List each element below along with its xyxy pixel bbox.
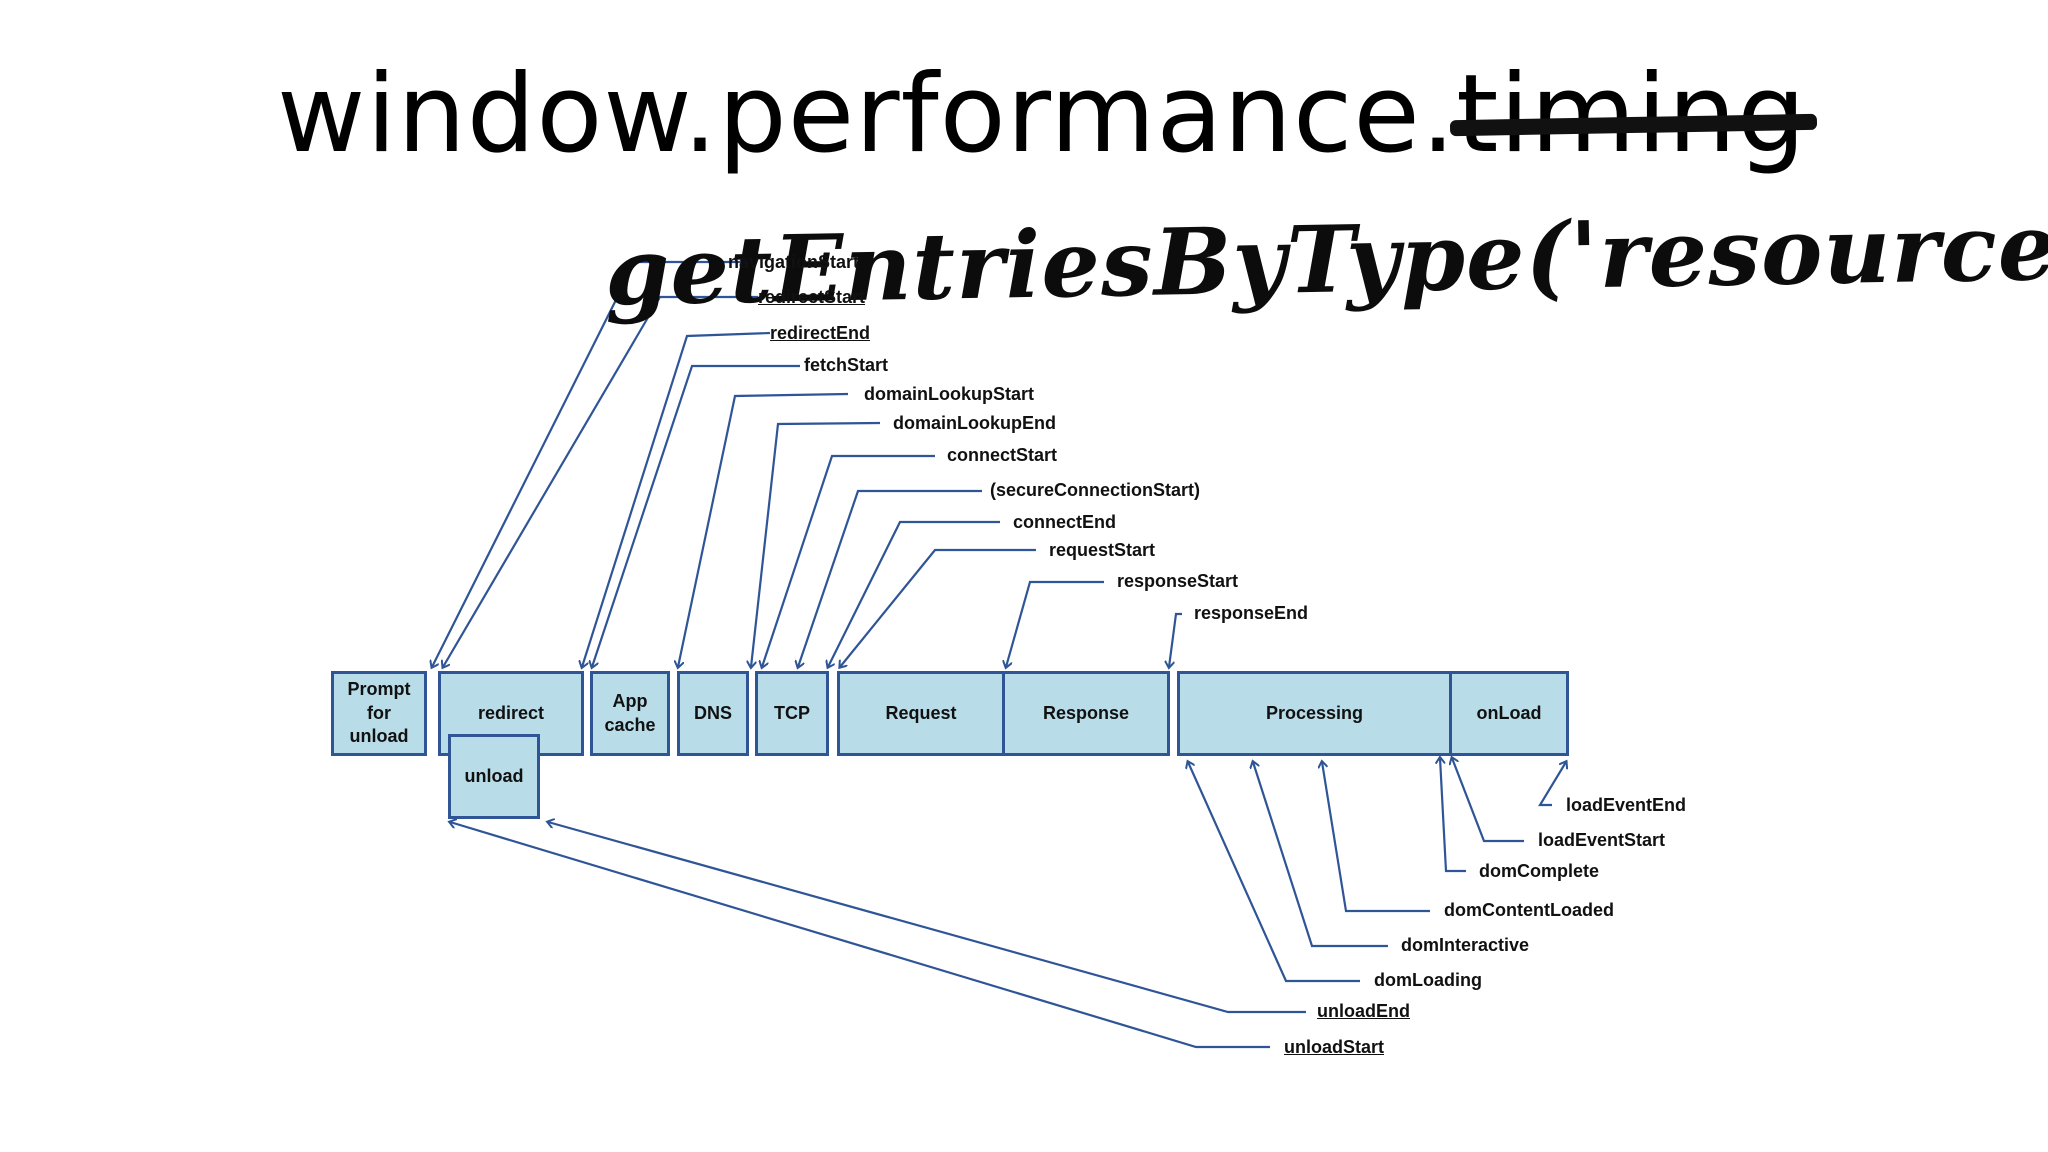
phase-processing: Processing	[1177, 671, 1452, 756]
label-load-event-end: loadEventEnd	[1566, 795, 1687, 815]
label-connect-start: connectStart	[947, 445, 1058, 465]
phase-app-cache-label: App cache	[604, 691, 656, 735]
line-fetch-start	[592, 364, 800, 667]
label-redirect-end: redirectEnd	[770, 323, 871, 343]
line-load-event-end	[1538, 762, 1566, 807]
line-redirect-start	[443, 295, 758, 667]
line-connect-start	[762, 454, 935, 667]
line-connect-end	[828, 520, 1000, 667]
label-dom-content-loaded: domContentLoaded	[1444, 900, 1614, 920]
label-dom-loading: domLoading	[1374, 970, 1482, 990]
label-response-end: responseEnd	[1194, 603, 1309, 623]
phase-response: Response	[1002, 671, 1170, 756]
line-dom-interactive	[1253, 762, 1388, 948]
line-dom-loading	[1188, 762, 1360, 983]
line-dom-complete	[1440, 758, 1466, 873]
label-fetch-start: fetchStart	[804, 355, 889, 375]
label-dom-interactive: domInteractive	[1401, 935, 1530, 955]
title-prefix: window.performance.	[277, 52, 1457, 177]
label-unload-start: unloadStart	[1284, 1037, 1385, 1057]
line-unload-end	[548, 822, 1306, 1014]
line-redirect-end	[582, 331, 771, 667]
line-request-start	[840, 548, 1036, 667]
label-domain-lookup-start: domainLookupStart	[864, 384, 1034, 404]
label-navigation-start: navigationStart	[728, 252, 860, 272]
line-navigation-start	[432, 260, 750, 667]
phase-processing-label: Processing	[1265, 702, 1364, 723]
phase-redirect-label: redirect	[477, 702, 545, 723]
phase-unload: unload	[448, 734, 540, 819]
line-secure-connection-start	[798, 489, 982, 667]
phase-tcp: TCP	[755, 671, 829, 756]
label-connect-end: connectEnd	[1013, 512, 1117, 532]
phase-prompt-for-unload: Prompt for unload	[331, 671, 427, 756]
label-unload-end: unloadEnd	[1317, 1001, 1410, 1021]
label-redirect-start: redirectStart	[758, 287, 866, 307]
phase-tcp-label: TCP	[774, 702, 810, 723]
line-response-end	[1169, 612, 1182, 667]
phase-request-label: Request	[885, 702, 957, 723]
line-domain-lookup-start	[678, 392, 849, 667]
title-struck-word: timing	[1456, 52, 1807, 177]
label-secure-connection-start: (secureConnectionStart)	[990, 480, 1201, 500]
line-domain-lookup-end	[751, 421, 881, 667]
line-load-event-start	[1452, 758, 1524, 843]
line-dom-content-loaded	[1322, 762, 1430, 913]
label-load-event-start: loadEventStart	[1538, 830, 1666, 850]
phase-onload-label: onLoad	[1476, 702, 1542, 723]
phase-response-label: Response	[1042, 702, 1130, 723]
line-unload-start	[450, 822, 1270, 1049]
phase-prompt-for-unload-label: Prompt for unload	[347, 679, 411, 747]
label-dom-complete: domComplete	[1479, 861, 1600, 881]
line-response-start	[1006, 580, 1104, 667]
label-request-start: requestStart	[1049, 540, 1156, 560]
phase-unload-label: unload	[464, 765, 524, 786]
phase-request: Request	[837, 671, 1005, 756]
phase-dns-label: DNS	[693, 702, 732, 723]
label-response-start: responseStart	[1117, 571, 1239, 591]
phase-dns: DNS	[677, 671, 749, 756]
phase-onload: onLoad	[1449, 671, 1569, 756]
label-domain-lookup-end: domainLookupEnd	[893, 413, 1056, 433]
phase-app-cache: App cache	[590, 671, 670, 756]
page-title: window.performance.timing	[277, 52, 1807, 177]
